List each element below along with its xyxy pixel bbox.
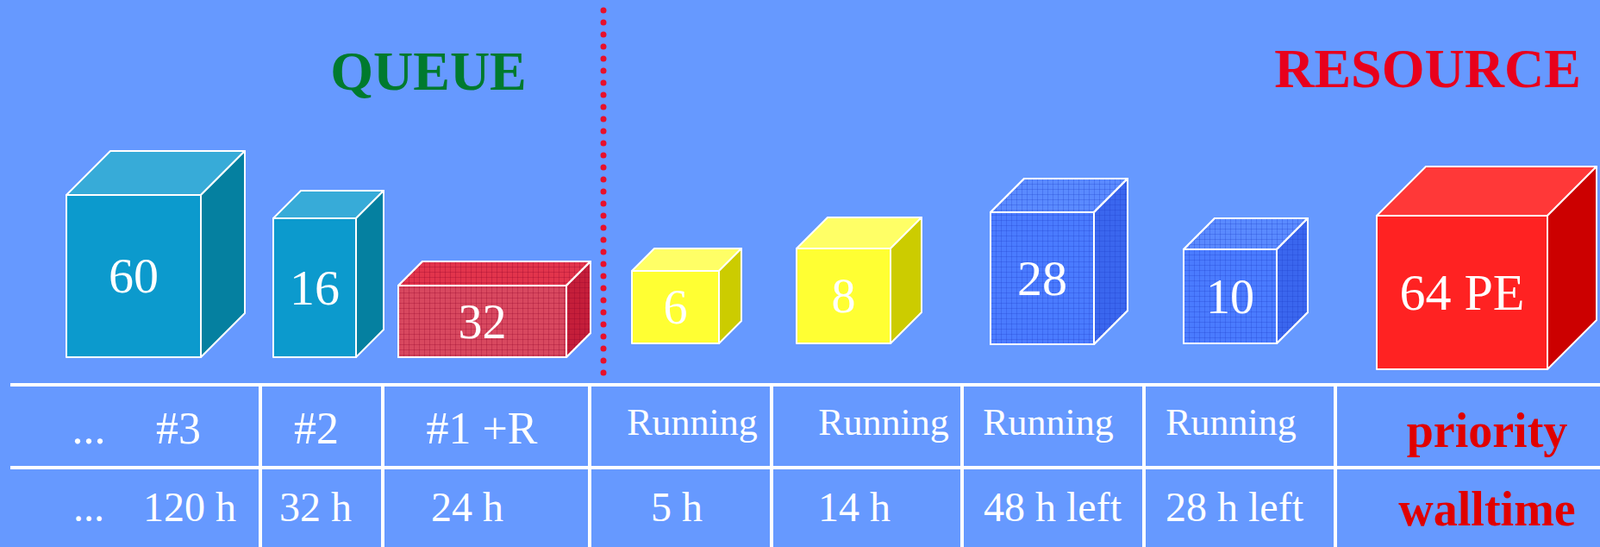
cube-face (273, 218, 357, 357)
cube-label: 6 (663, 282, 688, 332)
job-cube: 10 (1183, 218, 1308, 344)
job-cube: 8 (796, 217, 922, 344)
cube-front: 6 (631, 270, 719, 344)
table-cell: 32 h (279, 486, 352, 528)
table-cell: Running (1165, 403, 1297, 442)
cube-face (1276, 218, 1308, 344)
cube-face (398, 261, 591, 286)
table-cell: Running (982, 403, 1114, 442)
cube-shape (796, 217, 922, 344)
job-cube: 64 PE (1376, 166, 1597, 369)
cube-face (398, 261, 591, 286)
cube-face (398, 285, 567, 357)
table-cell: Running (626, 403, 758, 442)
cube-face (356, 190, 384, 357)
cube-face (796, 248, 891, 344)
cube-face (1093, 178, 1128, 344)
cube-face (200, 150, 245, 357)
cube-front: 64 PE (1376, 215, 1548, 369)
cube-label: 10 (1206, 272, 1255, 321)
cube-front: 28 (990, 212, 1094, 344)
cube-face (1093, 178, 1128, 344)
job-cube: 6 (631, 248, 742, 344)
cube-face (566, 261, 591, 357)
cube-face (566, 261, 591, 357)
cube-label: 28 (1017, 253, 1068, 304)
cube-label: 60 (108, 250, 159, 301)
cube-face (718, 248, 742, 344)
table-cell: ... (73, 486, 105, 528)
job-cube: 60 (66, 150, 245, 357)
cube-face (1183, 249, 1277, 344)
table-cell: 14 h (818, 486, 891, 528)
cube-front: 10 (1183, 249, 1277, 344)
region-heading: QUEUE (330, 43, 527, 100)
cube-face (990, 212, 1094, 344)
table-cell: 24 h (431, 486, 504, 528)
cube-face (990, 212, 1094, 344)
table-cell: #2 (293, 406, 339, 451)
cube-label: 16 (289, 262, 340, 313)
table-cell: 5 h (650, 486, 703, 528)
table-cell: #3 (156, 406, 201, 451)
cube-front: 8 (796, 248, 891, 344)
table-cell: 48 h left (983, 486, 1122, 528)
row-heading: priority (1406, 406, 1569, 455)
table-cell: ... (72, 406, 107, 451)
cube-label: 8 (831, 271, 857, 320)
cube-face (890, 217, 922, 344)
cube-face (1376, 215, 1548, 369)
cube-front: 16 (273, 218, 357, 357)
job-cube: 16 (273, 190, 384, 357)
cube-label: 64 PE (1399, 266, 1525, 319)
row-heading: walltime (1398, 484, 1575, 533)
cube-face (398, 285, 567, 357)
table-cell: 28 h left (1165, 486, 1304, 528)
region-heading: RESOURCE (1274, 41, 1582, 97)
job-cube: 32 (398, 261, 591, 357)
job-cube: 28 (990, 178, 1128, 344)
cube-front: 32 (398, 285, 567, 357)
cube-face (66, 194, 201, 357)
table-cell: #1 +R (425, 406, 538, 451)
table-cell: 120 h (143, 486, 237, 528)
cube-face (1183, 249, 1277, 344)
cube-face (1547, 166, 1597, 369)
cube-label: 32 (458, 297, 507, 346)
cube-front: 60 (66, 194, 201, 357)
table-cell: Running (818, 403, 950, 442)
cube-face (631, 270, 719, 344)
cube-face (1276, 218, 1308, 344)
